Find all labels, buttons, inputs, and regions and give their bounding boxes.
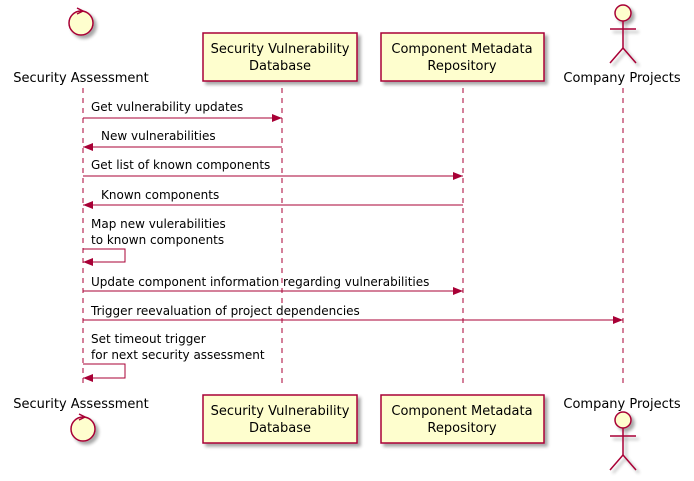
participant-vuln-db-top: Security Vulnerability Database [202,32,358,82]
participant-label-metadata-repo-top-line2: Repository [427,59,496,74]
message-label-line2: for next security assessment [91,348,265,362]
message-label: Update component information regarding v… [91,275,429,289]
message-label-line1: Set timeout trigger [91,332,206,346]
message-label: New vulnerabilities [101,129,216,143]
participant-label-metadata-repo-top-line1: Component Metadata [391,42,532,57]
participant-security-assessment-top: Security Assessment [13,7,149,86]
participant-metadata-repo-top: Component Metadata Repository [380,32,545,82]
message-trigger-reevaluation: Trigger reevaluation of project dependen… [83,304,623,324]
control-icon [70,413,96,442]
participant-metadata-repo-bottom: Component Metadata Repository [380,394,545,444]
participant-security-assessment-bottom: Security Assessment [13,397,149,442]
participant-label-company-projects-bottom: Company Projects [563,397,680,412]
message-get-vulnerability-updates: Get vulnerability updates [83,100,282,122]
message-set-timeout-trigger: Set timeout trigger for next security as… [83,332,265,382]
participant-label-security-assessment-top: Security Assessment [13,71,149,86]
message-get-list-of-known-components: Get list of known components [83,158,463,180]
message-known-components: Known components [83,188,463,209]
message-label: Get list of known components [91,158,270,172]
participant-label-vuln-db-top-line1: Security Vulnerability [211,42,350,57]
participant-label-vuln-db-bottom-line1: Security Vulnerability [211,404,350,419]
message-new-vulnerabilities: New vulnerabilities [83,129,282,151]
participant-label-vuln-db-bottom-line2: Database [249,421,311,436]
control-icon [68,7,94,36]
message-label: Get vulnerability updates [91,100,243,114]
message-label-line2: to known components [91,233,224,247]
actor-icon [609,4,637,64]
participant-label-vuln-db-top-line2: Database [249,59,311,74]
participant-label-metadata-repo-bottom-line1: Component Metadata [391,404,532,419]
participant-company-projects-top: Company Projects [563,4,681,86]
message-update-component-information: Update component information regarding v… [83,275,463,295]
participant-label-metadata-repo-bottom-line2: Repository [427,421,496,436]
message-label: Trigger reevaluation of project dependen… [90,304,360,318]
message-map-new-vulnerabilities: Map new vulerabilities to known componen… [83,217,226,266]
participant-label-company-projects-top: Company Projects [563,71,680,86]
participant-vuln-db-bottom: Security Vulnerability Database [202,394,358,444]
actor-icon [609,411,637,471]
message-label: Known components [101,188,219,202]
participant-company-projects-bottom: Company Projects [563,397,681,471]
message-label-line1: Map new vulerabilities [91,217,226,231]
participant-label-security-assessment-bottom: Security Assessment [13,397,149,412]
